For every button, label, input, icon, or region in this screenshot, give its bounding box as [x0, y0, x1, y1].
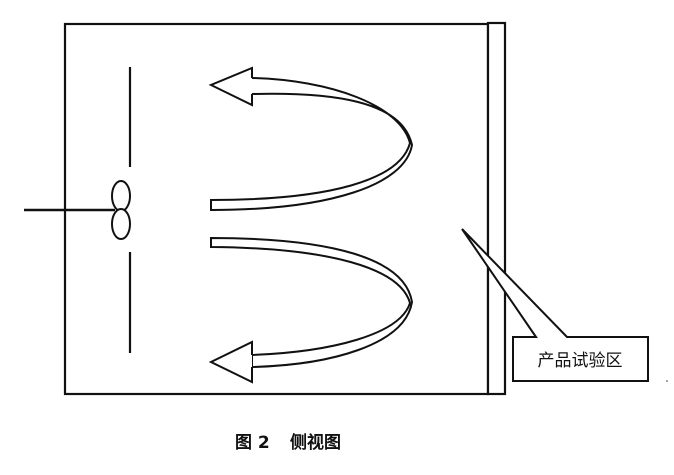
callout: 产品试验区: [461, 228, 649, 382]
fan-blade-bottom: [111, 208, 131, 240]
fan-icon: [111, 180, 131, 240]
figure-caption-number: 图 2: [235, 433, 270, 453]
arrowhead-upper-icon: [208, 66, 253, 107]
airflow-arrow-lower: [208, 236, 414, 384]
figure-caption-title: 侧视图: [290, 432, 341, 453]
callout-shape: [461, 228, 649, 382]
stray-dot: [666, 380, 668, 382]
product-test-zone-wall: [486, 21, 507, 396]
arrowhead-lower-icon: [208, 340, 253, 384]
airflow-arrow-upper-body: [210, 77, 414, 212]
fan-blade-top: [111, 180, 131, 212]
airflow-arrow-upper: [208, 66, 414, 212]
callout-label: 产品试验区: [538, 351, 623, 371]
